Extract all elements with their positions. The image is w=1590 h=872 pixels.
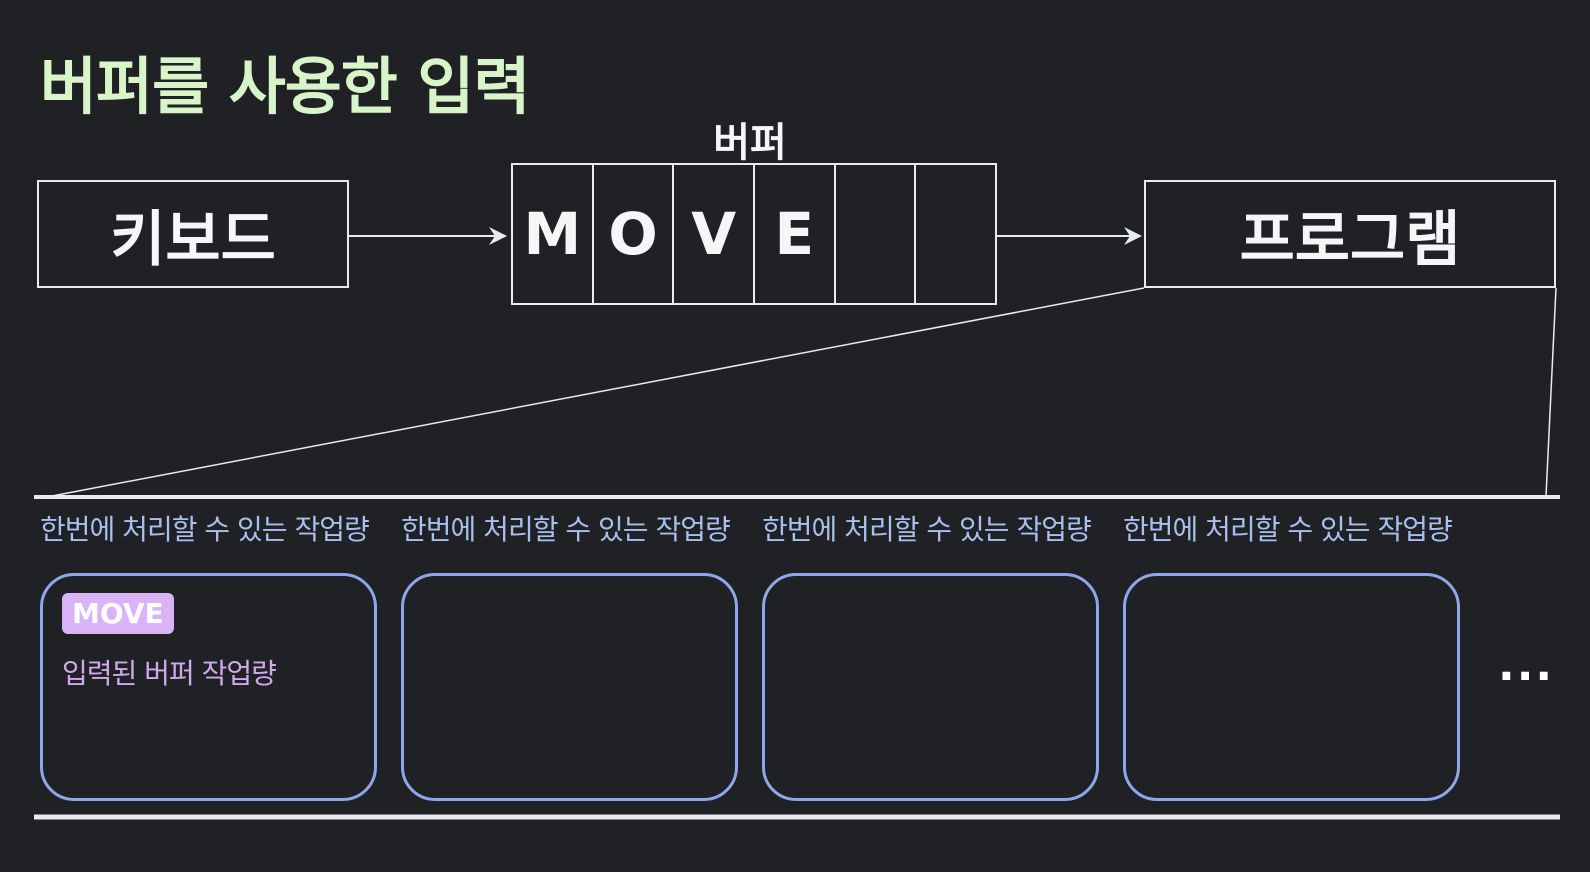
work-slot-card-4: [1123, 573, 1460, 801]
zoom-line-right: [1545, 287, 1557, 497]
work-capacity-label-2: 한번에 처리할 수 있는 작업량: [401, 513, 731, 546]
work-slot-card-3: [762, 573, 1099, 801]
keyboard-node: 키보드: [37, 180, 349, 288]
buffer-cell: O: [594, 165, 675, 303]
buffer-cell: [836, 165, 917, 303]
buffer-cell: M: [513, 165, 594, 303]
zoom-line-left: [51, 287, 1145, 497]
program-node: 프로그램: [1144, 180, 1556, 288]
work-slot-card-1: [40, 573, 377, 801]
buffer-cell: V: [674, 165, 756, 303]
buffer-node: M O V E: [511, 163, 997, 305]
diagram-title: 버퍼를 사용한 입력: [40, 50, 530, 123]
work-capacity-label-4: 한번에 처리할 수 있는 작업량: [1123, 513, 1453, 546]
buffer-cell: [916, 165, 995, 303]
program-label: 프로그램: [1239, 204, 1461, 275]
work-capacity-label-3: 한번에 처리할 수 있는 작업량: [762, 513, 1092, 546]
work-slot-card-2: [401, 573, 738, 801]
move-chip: MOVE: [62, 593, 174, 634]
buffer-label: 버퍼: [713, 120, 787, 166]
more-ellipsis: ...: [1498, 640, 1555, 691]
keyboard-label: 키보드: [110, 204, 276, 275]
buffer-cell: E: [755, 165, 836, 303]
buffered-work-text: 입력된 버퍼 작업량: [62, 657, 277, 690]
work-capacity-label-1: 한번에 처리할 수 있는 작업량: [40, 513, 370, 546]
